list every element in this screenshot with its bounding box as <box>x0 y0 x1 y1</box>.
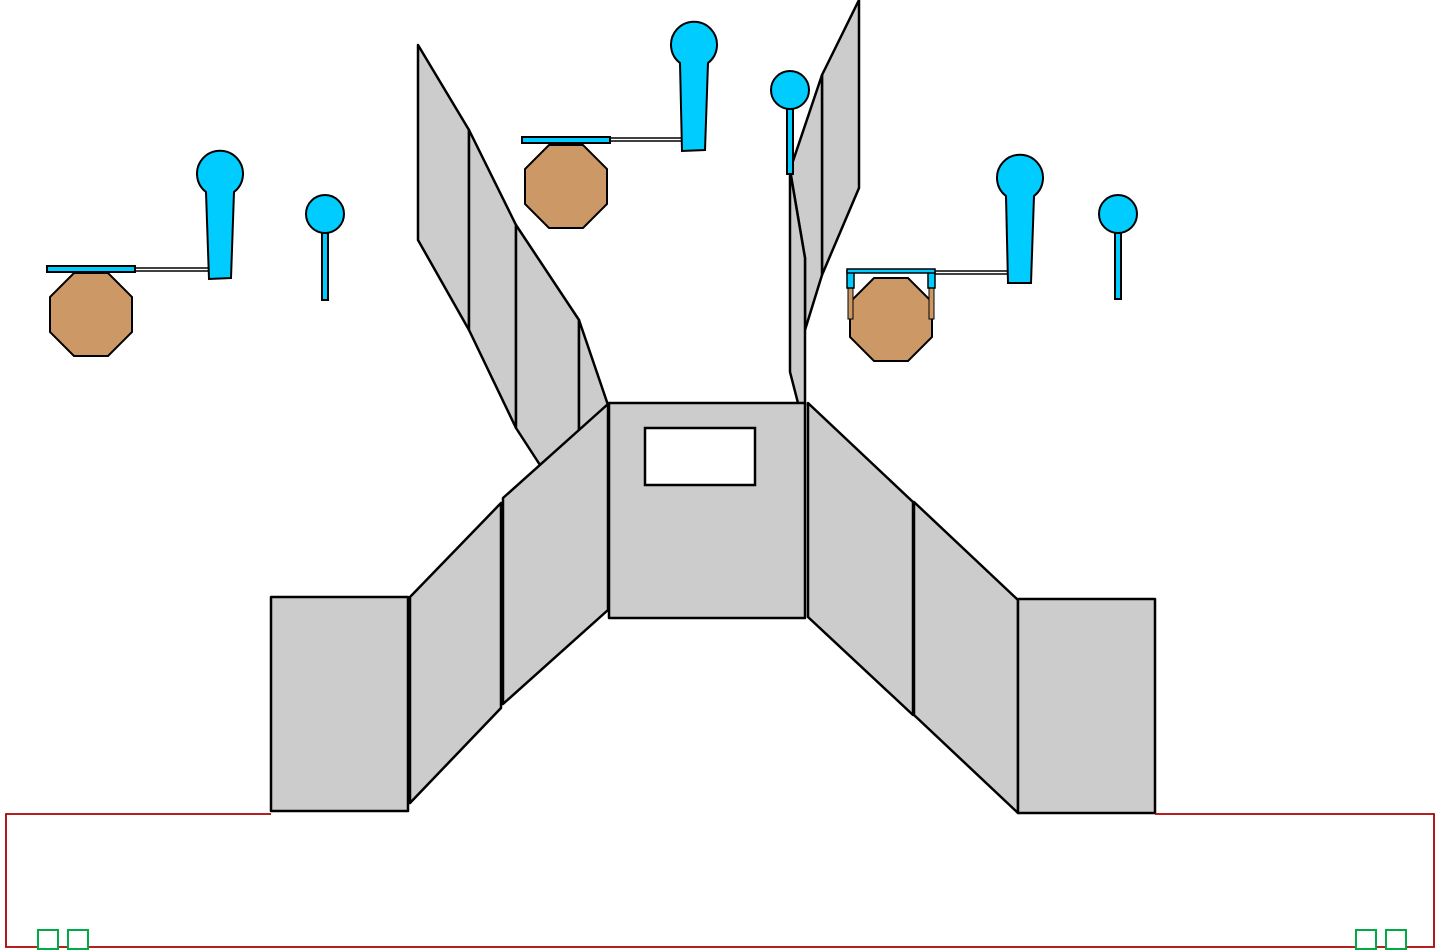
wall-upper-left-3 <box>516 225 579 465</box>
wall-upper-left-2 <box>469 130 516 428</box>
mini-popper-stem <box>787 109 793 174</box>
swinger-arm-right <box>929 286 934 319</box>
popper-target <box>671 22 717 151</box>
wall-right-diagonal-2 <box>914 502 1018 813</box>
popper-activator-base <box>522 137 610 143</box>
start-box <box>1386 930 1406 949</box>
octagon-target <box>50 273 132 356</box>
swinger-arm-left <box>848 286 853 319</box>
wall-upper-left-1 <box>418 45 469 330</box>
start-box <box>68 930 88 949</box>
octagon-target <box>525 145 607 228</box>
octagon-target-swinger <box>850 278 932 361</box>
shooting-port <box>645 428 755 485</box>
wall-right-box <box>1018 599 1155 813</box>
swinger-frame-bar <box>847 269 935 273</box>
mini-popper-head <box>306 195 344 233</box>
mini-popper-head <box>1099 195 1137 233</box>
target-group-right <box>847 155 1137 361</box>
start-area <box>6 814 1434 947</box>
wall-left-box <box>271 597 408 811</box>
target-group-left <box>47 151 344 356</box>
walls <box>271 0 1155 813</box>
popper-target <box>197 151 243 279</box>
wall-left-diagonal-1 <box>410 503 501 803</box>
start-area-left-line <box>6 814 1434 947</box>
start-box <box>1356 930 1376 949</box>
wall-right-diagonal-1 <box>808 403 913 715</box>
mini-popper-head <box>771 71 809 109</box>
wall-upper-right-1 <box>822 0 859 275</box>
popper-target <box>997 155 1043 283</box>
start-box <box>38 930 58 949</box>
mini-popper-stem <box>1115 233 1121 299</box>
target-group-center <box>522 22 809 228</box>
popper-activator-base <box>47 266 135 272</box>
mini-popper-stem <box>322 233 328 300</box>
